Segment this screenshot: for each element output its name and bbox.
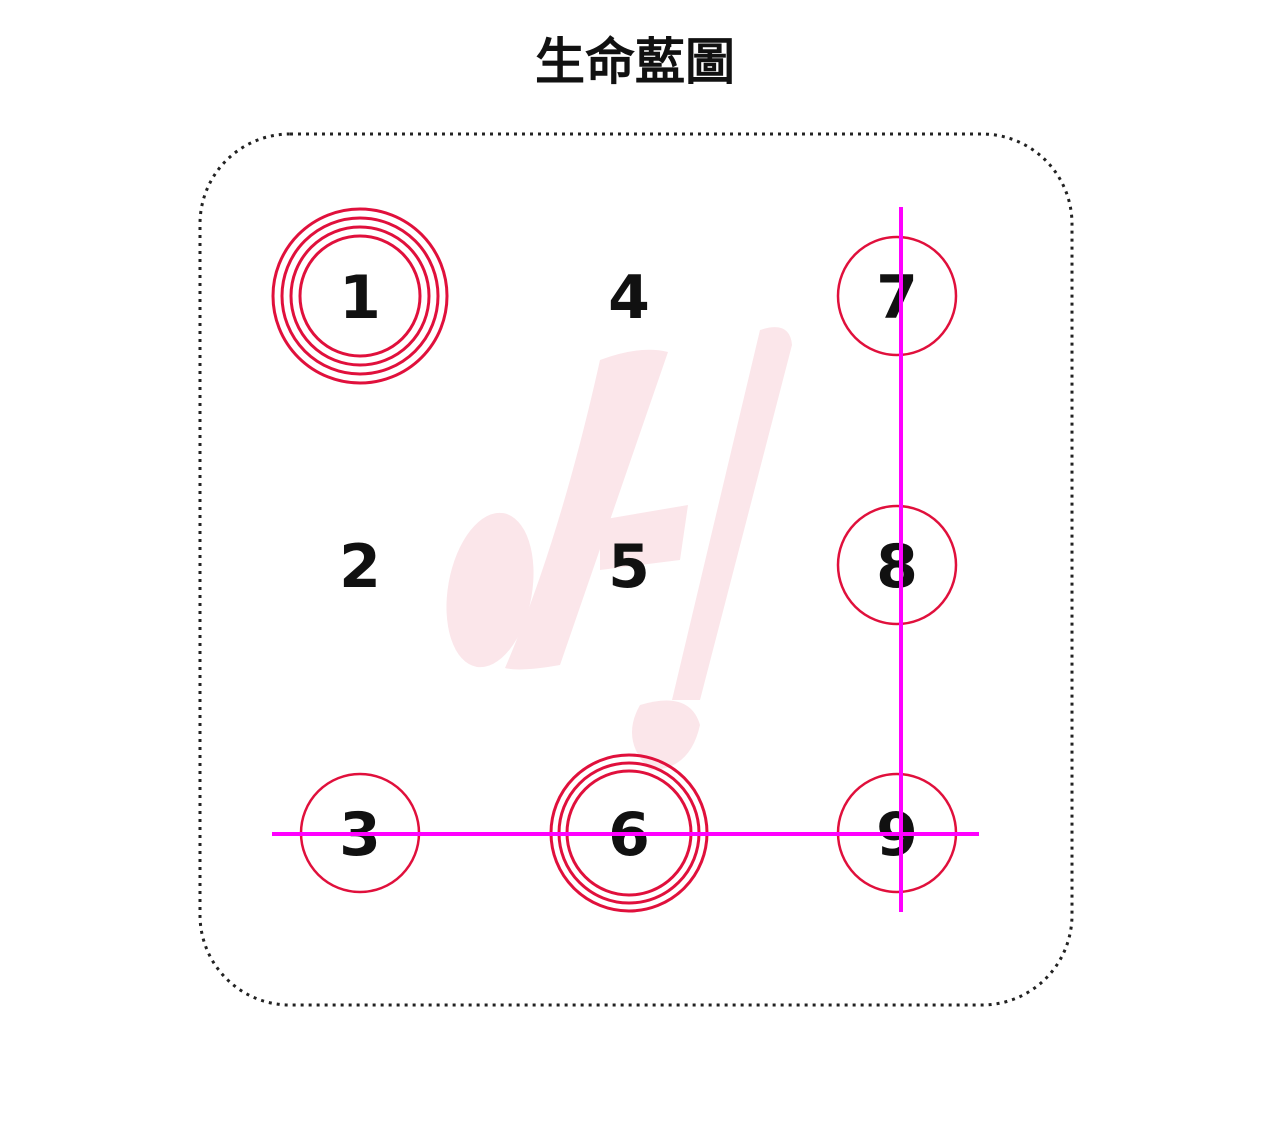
watermark-logo (446, 327, 792, 770)
cell-8: 8 (836, 504, 958, 626)
ring-circle (836, 235, 958, 357)
ring-circle (836, 504, 958, 626)
ring-circle (280, 216, 440, 376)
ring-circle (271, 207, 449, 385)
cell-number: 4 (608, 263, 650, 333)
cell-number: 7 (876, 263, 918, 333)
cell-number: 8 (876, 532, 918, 602)
ring-circle (298, 234, 422, 358)
cell-number: 2 (339, 532, 381, 602)
cell-5: 5 (608, 532, 650, 602)
cell-number: 5 (608, 532, 650, 602)
ring-circle (289, 225, 431, 367)
cell-number: 1 (339, 263, 381, 333)
diagram-title: 生命藍圖 (535, 33, 735, 91)
dotted-frame (198, 132, 1074, 1007)
cell-7: 7 (836, 235, 958, 357)
cell-4: 4 (608, 263, 650, 333)
cell-2: 2 (339, 532, 381, 602)
cell-1: 1 (271, 207, 449, 385)
